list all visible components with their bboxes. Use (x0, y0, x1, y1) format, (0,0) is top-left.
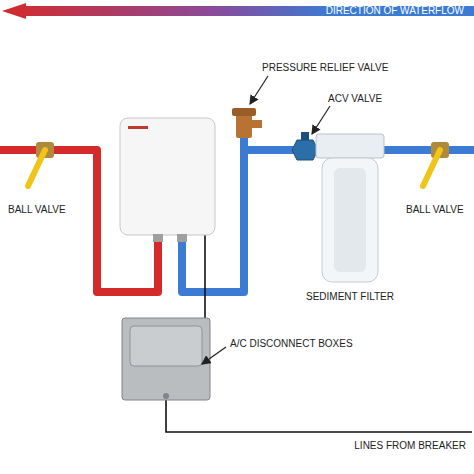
valve-handle (423, 150, 440, 186)
disconnect-cover (130, 326, 202, 366)
relief-cap (232, 108, 256, 116)
leader-line (312, 106, 330, 134)
relief-valve (236, 114, 252, 138)
relief-outlet (252, 120, 262, 128)
part-label: A/C DISCONNECT BOXES (230, 338, 353, 350)
disconnect-box (122, 318, 210, 400)
breaker-wire (166, 400, 472, 432)
cold-pipe (182, 150, 474, 292)
filter-cartridge (334, 168, 366, 272)
part-label: LINES FROM BREAKER (354, 440, 466, 452)
part-label: BALL VALVE (406, 204, 464, 216)
acv-cap (301, 132, 309, 140)
part-label: SEDIMENT FILTER (306, 291, 394, 303)
filter-head (316, 134, 384, 158)
knockout (163, 393, 169, 399)
heater-logo (128, 126, 148, 129)
part-label: BALL VALVE (8, 204, 66, 216)
flow-band: DIRECTION OF WATERFLOW (0, 3, 474, 19)
part-label: PRESSURE RELIEF VALVE (262, 62, 388, 74)
heater-wire (204, 234, 206, 318)
filter-housing (322, 158, 378, 282)
acv-valve (292, 140, 318, 160)
part-label: ACV VALVE (328, 93, 382, 105)
heater-fitting (177, 234, 187, 242)
leader-line (202, 347, 226, 364)
valve-handle (28, 150, 45, 186)
leader-line (250, 76, 268, 104)
flow-line (10, 461, 466, 464)
heater-fitting (153, 234, 163, 242)
band-label: DIRECTION OF WATERFLOW (0, 3, 474, 19)
water-heater (120, 118, 215, 235)
